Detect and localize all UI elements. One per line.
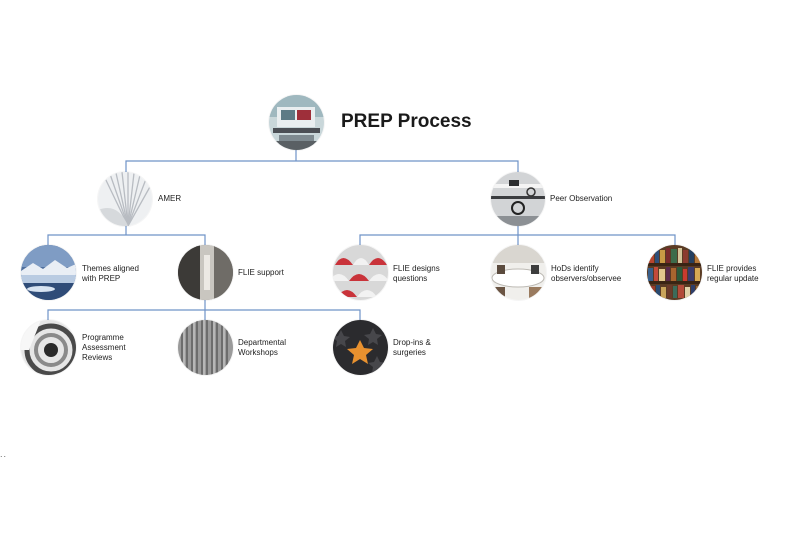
connector-root-branches [125, 150, 519, 172]
wood-texture-image [178, 320, 233, 375]
red-white-umbrellas-image [333, 245, 388, 300]
connector-peer-observation-children [359, 225, 676, 245]
page-title: PREP Process [341, 111, 472, 132]
glowing-star-image [333, 320, 388, 375]
peer-observation-label: Peer Observation [550, 194, 613, 203]
flie-support-label: FLIE support [238, 268, 284, 277]
desk-workspace-image [269, 95, 324, 150]
themes-aligned-label: Themes aligned with PREP [82, 264, 139, 283]
stray-text: .. [0, 449, 8, 459]
flie-designs-questions-label: FLIE designs questions [393, 264, 440, 283]
departmental-workshops-label: Departmental Workshops [238, 338, 287, 357]
connector-amer-children [47, 225, 206, 245]
fanned-pages-image [98, 172, 152, 226]
hods-identify-label: HoDs identify observers/observee [551, 264, 622, 283]
meeting-table-image [491, 245, 546, 300]
programme-assessment-reviews-label: Programme Assessment Reviews [82, 333, 126, 362]
amer-label: AMER [158, 194, 182, 203]
abstract-lines-image [491, 172, 545, 226]
spiral-staircase-image [21, 320, 76, 375]
connector-flie-support-children [47, 300, 361, 320]
drop-ins-surgeries-label: Drop-ins & surgeries [393, 338, 431, 357]
concrete-architecture-image [178, 245, 233, 300]
bookshelf-image [647, 245, 702, 300]
flie-provides-update-label: FLIE provides regular update [707, 264, 759, 283]
icy-lake-landscape-image [21, 245, 76, 300]
